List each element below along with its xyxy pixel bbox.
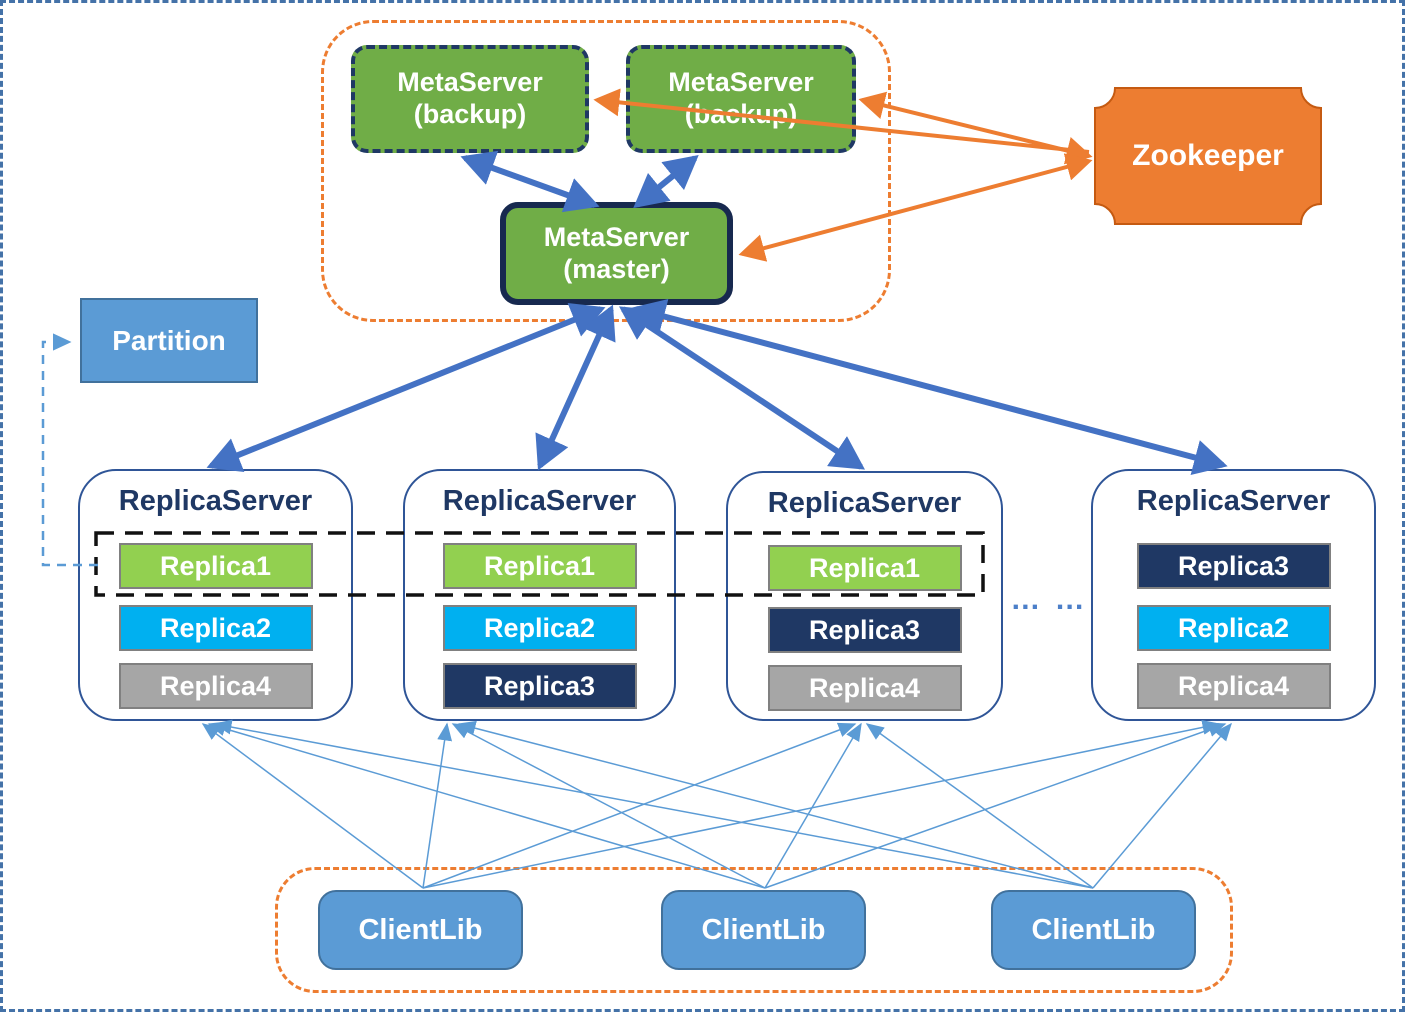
clientlib-2-label: ClientLib xyxy=(701,913,826,946)
metaserver-backup-1-role: (backup) xyxy=(413,99,527,129)
replica-chip: Replica4 xyxy=(118,663,313,709)
replica-chip: Replica4 xyxy=(767,665,962,711)
clientlib2-replicaserver4-arrow xyxy=(764,722,1227,889)
replica-chip: Replica2 xyxy=(118,605,313,651)
master-replicaserver1-arrow xyxy=(206,303,606,472)
replica-server-box-4: ReplicaServer Replica3 Replica2 Replica4 xyxy=(1091,469,1376,721)
replica-chip: Replica1 xyxy=(767,545,962,591)
replica-server-3-title: ReplicaServer xyxy=(767,487,962,519)
ellipsis-more-servers: … … xyxy=(1010,583,1088,616)
replica-server-4-title: ReplicaServer xyxy=(1136,485,1331,517)
replica-chip: Replica2 xyxy=(442,605,637,651)
replica-server-box-2: ReplicaServer Replica1 Replica2 Replica3 xyxy=(403,469,676,721)
replica-chip: Replica3 xyxy=(767,607,962,653)
clientlib-node-2: ClientLib xyxy=(661,890,866,970)
replica-server-1-title: ReplicaServer xyxy=(118,485,313,517)
master-replicaserver3-arrow xyxy=(619,306,865,470)
clientlib-node-1: ClientLib xyxy=(318,890,523,970)
clientlib3-replicaserver3-arrow xyxy=(865,723,1094,889)
clientlib3-replicaserver1-arrow xyxy=(213,719,1094,889)
replica-server-2-title: ReplicaServer xyxy=(442,485,637,517)
replica-chip: Replica1 xyxy=(442,543,637,589)
metaserver-master-role: (master) xyxy=(563,253,670,284)
clientlib-node-3: ClientLib xyxy=(991,890,1196,970)
metaserver-backup-2-node: MetaServer (backup) xyxy=(626,45,856,153)
metaserver-master-node: MetaServer (master) xyxy=(500,202,733,305)
metaserver-master-name: MetaServer xyxy=(543,221,690,252)
clientlib1-replicaserver4-arrow xyxy=(422,719,1221,889)
clientlib1-replicaserver2-arrow xyxy=(422,722,453,889)
master-replicaserver4-arrow xyxy=(631,299,1228,475)
clientlib1-replicaserver3-arrow xyxy=(422,722,857,889)
replica-chip: Replica1 xyxy=(118,543,313,589)
master-replicaserver2-arrow xyxy=(535,304,616,471)
replica-server-box-1: ReplicaServer Replica1 Replica2 Replica4 xyxy=(78,469,353,721)
partition-node: Partition xyxy=(80,298,258,383)
clientlib3-replicaserver2-arrow xyxy=(457,720,1094,889)
replica-server-box-3: ReplicaServer Replica1 Replica3 Replica4 xyxy=(726,471,1003,721)
replica-chip: Replica2 xyxy=(1136,605,1331,651)
clientlib3-replicaserver4-arrow xyxy=(1092,722,1232,889)
metaserver-backup-2-role: (backup) xyxy=(684,99,798,129)
zookeeper-plaque-shape xyxy=(1094,87,1322,225)
metaserver-backup-1-name: MetaServer xyxy=(397,67,543,98)
replica-chip: Replica3 xyxy=(1136,543,1331,589)
zookeeper-node: Zookeeper xyxy=(1093,86,1323,226)
clientlib2-replicaserver3-arrow xyxy=(764,722,862,889)
metaserver-backup-1-node: MetaServer (backup) xyxy=(351,45,589,153)
clientlib-1-label: ClientLib xyxy=(358,913,483,946)
clientlib2-replicaserver1-arrow xyxy=(207,721,766,889)
clientlib2-replicaserver2-arrow xyxy=(451,723,766,889)
replica-chip: Replica3 xyxy=(442,663,637,709)
metaserver-backup-2-name: MetaServer xyxy=(668,67,814,98)
clientlib1-replicaserver1-arrow xyxy=(201,723,424,889)
replica-chip: Replica4 xyxy=(1136,663,1331,709)
clientlib-3-label: ClientLib xyxy=(1031,913,1156,946)
zookeeper-label: Zookeeper xyxy=(1132,139,1284,172)
zookeeper-backup2-arrow xyxy=(858,91,1093,165)
partition-label: Partition xyxy=(112,324,226,356)
